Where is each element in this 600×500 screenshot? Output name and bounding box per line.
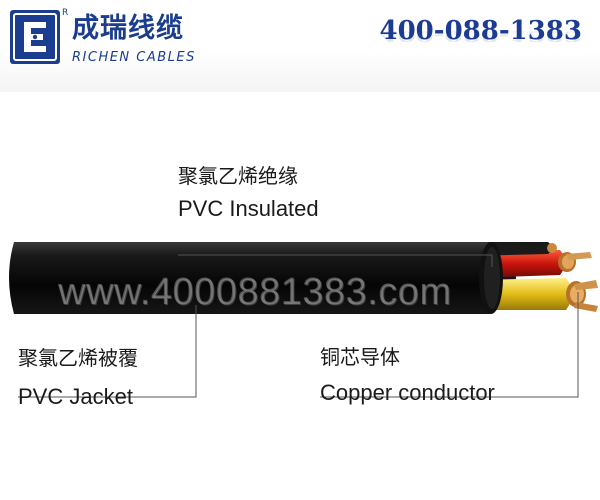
jacket-leader-line (18, 305, 197, 398)
website-watermark: www.4000881383.com (58, 271, 452, 313)
hotline-phone[interactable]: 400-088-1383 (379, 16, 583, 46)
cable-cross-section-illustration (9, 242, 598, 398)
richen-e-logo-icon[interactable] (10, 10, 60, 64)
jacket-label-cn: 聚氯乙烯被覆 (18, 346, 138, 370)
hotline-phone-reflection: 400-088-1383 (379, 27, 583, 45)
insulation-label-cn: 聚氯乙烯绝缘 (178, 164, 298, 188)
conductor-leader-line (320, 292, 579, 398)
outer-pvc-jacket (9, 242, 499, 314)
brand-name-en: RICHEN CABLES (72, 50, 196, 65)
copper-conductor-strands (547, 243, 598, 312)
conductor-label-en: Copper conductor (320, 380, 495, 405)
jacket-label-en: PVC Jacket (18, 384, 133, 409)
conductor-label-cn: 铜芯导体 (320, 345, 400, 369)
site-header: R 成瑞线缆 RICHEN CABLES 400-088-1383 400-08… (0, 0, 600, 92)
insulation-label-en: PVC Insulated (178, 196, 319, 221)
registered-mark: R (62, 8, 69, 18)
insulation-leader-line (178, 254, 493, 267)
brand-name-cn[interactable]: 成瑞线缆 (72, 13, 184, 44)
